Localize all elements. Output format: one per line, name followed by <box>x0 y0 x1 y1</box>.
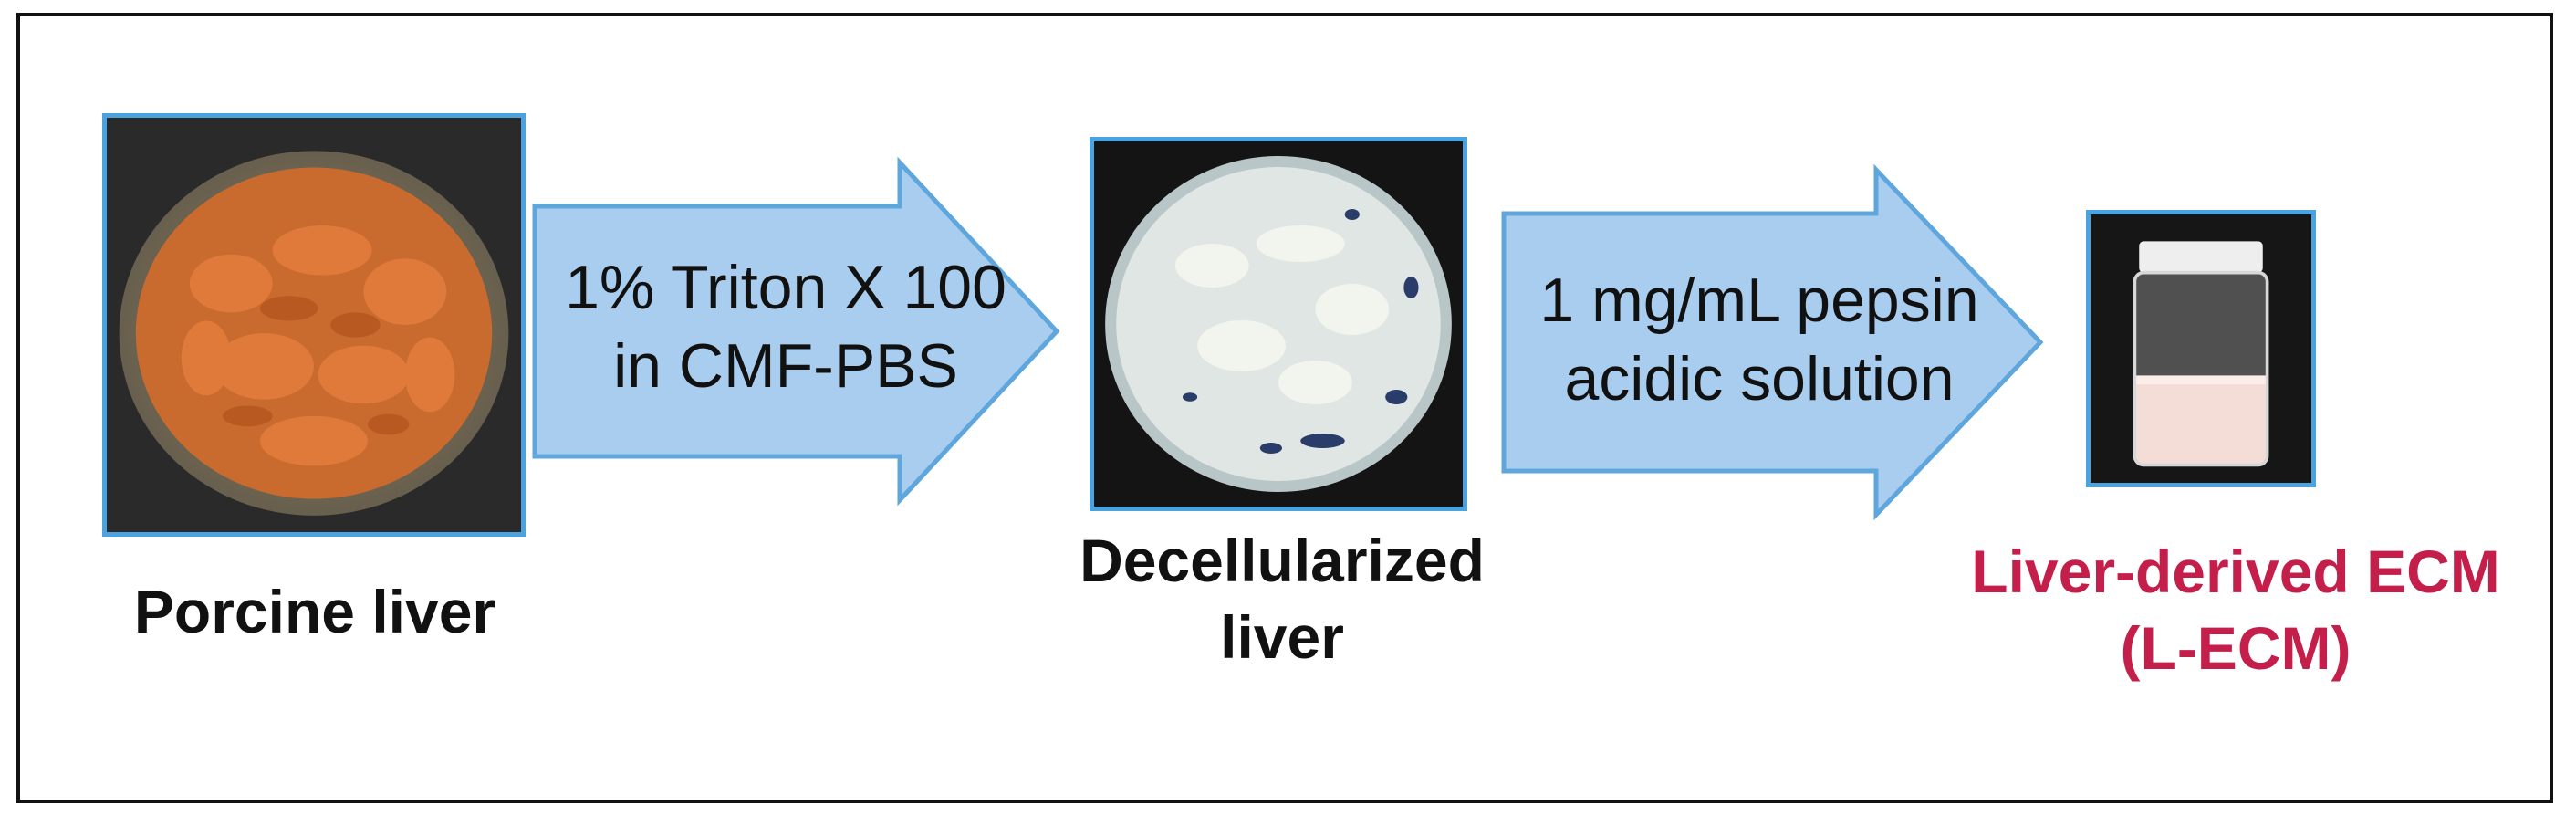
step-label-decellularized-line2: liver <box>1220 603 1344 671</box>
l-ecm-jar-photo <box>2086 210 2316 487</box>
process-arrow-triton: 1% Triton X 100 in CMF-PBS <box>532 156 1060 507</box>
arrow-text-line: acidic solution <box>1564 344 1955 413</box>
process-arrow-pepsin: 1 mg/mL pepsin acidic solution <box>1501 163 2044 521</box>
arrow-shape <box>1501 163 2044 521</box>
step-label-l-ecm: Liver-derived ECM <box>1971 538 2500 605</box>
porcine-liver-photo <box>102 113 526 537</box>
decellularized-liver-photo <box>1090 137 1467 511</box>
step-label-l-ecm-abbrev: (L-ECM) <box>2120 614 2352 682</box>
step-label-porcine-liver: Porcine liver <box>133 578 496 645</box>
step-label-decellularized: Decellularized <box>1079 527 1485 594</box>
arrow-text-line: 1% Triton X 100 <box>565 253 1006 322</box>
arrow-shape <box>532 156 1060 507</box>
arrow-text-line: in CMF-PBS <box>613 331 958 401</box>
arrow-text-line: 1 mg/mL pepsin <box>1539 266 1979 335</box>
